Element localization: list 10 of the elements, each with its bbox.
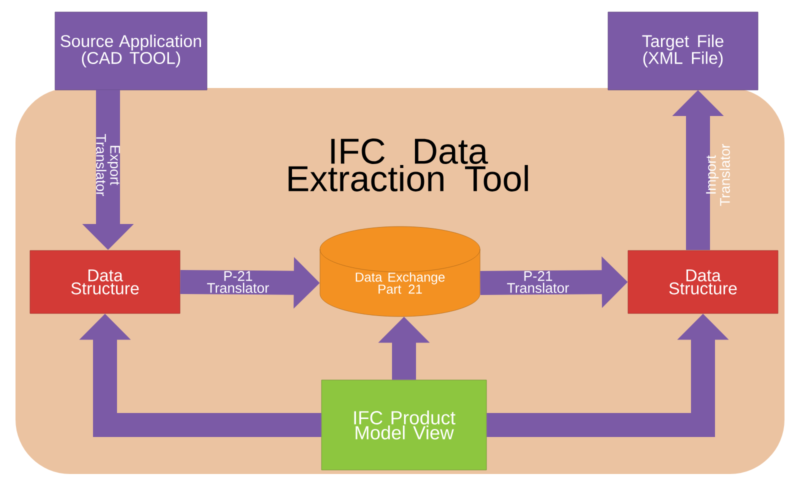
data-exchange-cylinder: Data Exchange Part 21 [320,226,480,317]
target-box: Target File (XML File) [608,12,758,90]
model-view-box: IFC Product Model View [321,380,487,470]
source-box: Source Application (CAD TOOL) [54,12,208,90]
edge-label: P-21 Translator [207,271,270,293]
edge-label: Import Translator [706,144,730,206]
data-structure-box: Data Structure [628,250,778,314]
edge-label: P-21 Translator [507,271,570,293]
data-structure-box: Data Structure [30,250,180,314]
edge-label: Export Translator [96,134,120,196]
